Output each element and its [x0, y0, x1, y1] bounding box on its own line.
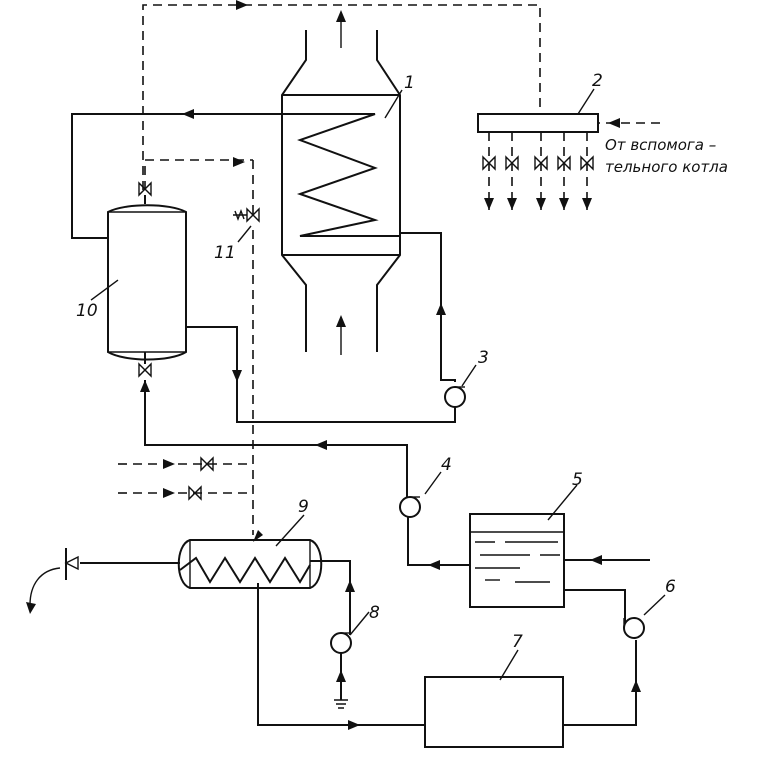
label-8: 8	[369, 603, 380, 623]
label-9: 9	[298, 497, 309, 517]
boiler-coil	[185, 113, 400, 237]
heater-9	[177, 539, 323, 589]
pump-8	[330, 632, 352, 654]
safety-valve-11	[233, 207, 260, 223]
boiler-1	[185, 10, 401, 355]
label-5: 5	[572, 470, 583, 490]
label-6: 6	[665, 577, 676, 597]
label-1: 1	[404, 73, 415, 93]
label-10: 10	[76, 301, 98, 321]
valve-bottom	[138, 362, 152, 378]
leader-lines	[90, 88, 666, 681]
valve-top	[138, 181, 152, 197]
caption-line-1: От вспомога –	[605, 136, 716, 154]
cooler-7	[424, 676, 564, 748]
caption-line-2: тельного котла	[605, 158, 728, 176]
label-4: 4	[441, 455, 452, 475]
pipe-feed-to-separator	[144, 380, 408, 497]
exhaust-in-arrow	[336, 315, 346, 327]
pump-6	[623, 617, 645, 639]
pump-3	[444, 386, 466, 408]
steam-manifold-2	[477, 113, 599, 133]
label-2: 2	[592, 71, 603, 91]
pipe-separator-out	[186, 326, 456, 423]
consumer-valves	[482, 132, 594, 210]
pipe-coil-to-separator	[71, 113, 185, 239]
pipe-pump3-to-boiler	[400, 232, 456, 382]
exhaust-out-arrow	[336, 10, 346, 22]
label-7: 7	[512, 632, 523, 652]
steam-line-top	[142, 4, 541, 190]
label-3: 3	[478, 348, 489, 368]
separator-drum-10	[107, 204, 187, 361]
pump-4	[399, 496, 421, 518]
heater-coil	[179, 556, 311, 584]
hot-well-tank-5	[469, 513, 565, 608]
label-11: 11	[214, 243, 236, 263]
